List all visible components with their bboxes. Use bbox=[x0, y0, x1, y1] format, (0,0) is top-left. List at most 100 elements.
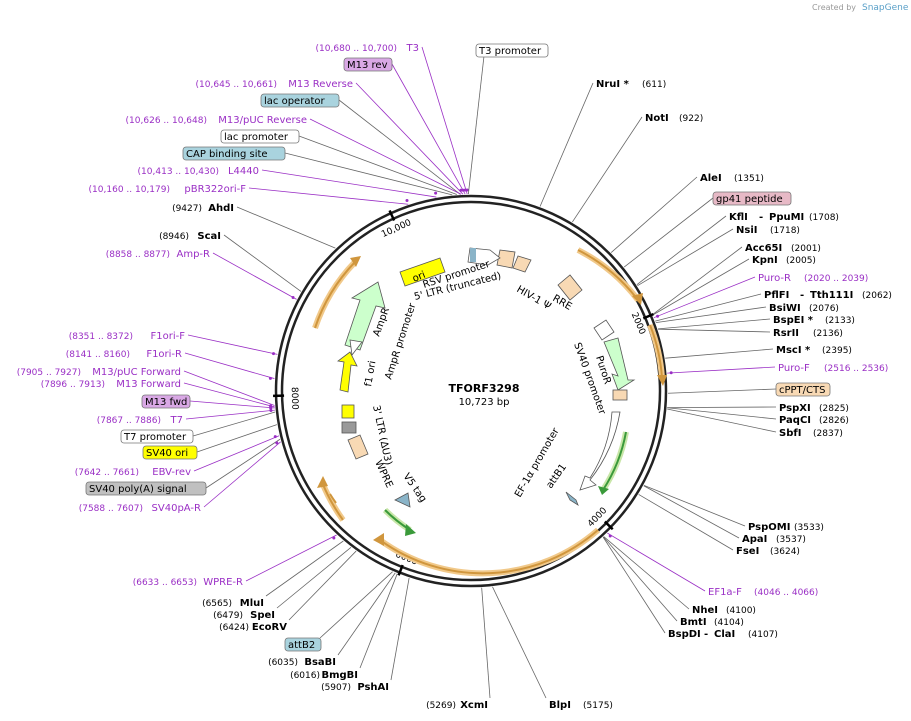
primer-range: (10,645 .. 10,661) bbox=[196, 80, 277, 90]
primer-name: EF1a-F bbox=[708, 587, 742, 598]
enzyme-position: (922) bbox=[679, 114, 703, 124]
leader-lines bbox=[183, 46, 777, 699]
hiv-psi-feature bbox=[496, 249, 516, 269]
orf-arrow-8 bbox=[600, 431, 629, 492]
enzyme-name: ScaI bbox=[197, 231, 221, 242]
leader-pspomi bbox=[643, 484, 746, 527]
primer-name: F1ori-F bbox=[151, 331, 186, 342]
leader-bsabi bbox=[337, 572, 396, 656]
right-label-paqci-17: PaqCI (2826) bbox=[779, 415, 849, 426]
leader-ef1a-f bbox=[607, 532, 706, 592]
feature-box bbox=[712, 191, 792, 206]
right-label-sbfi-18: SbfI(2837) bbox=[779, 428, 843, 439]
enzyme-position: (3624) bbox=[770, 547, 800, 557]
label-attb1: attB1 bbox=[544, 462, 569, 491]
enzyme-name: EcoRV bbox=[252, 622, 287, 633]
f1-ori-feature bbox=[337, 351, 358, 393]
left-label-ahdi-9: AhdI(9427) bbox=[172, 203, 234, 214]
left-label-t7-promoter-18: T7 promoter bbox=[120, 429, 194, 444]
left-label-scai-10: ScaI(8946) bbox=[159, 231, 221, 242]
primer-range: (2516 .. 2536) bbox=[824, 364, 888, 374]
v5-tag-feature bbox=[394, 492, 411, 508]
leader-puro-f bbox=[667, 366, 776, 374]
left-label-lac-operator-3: lac operator bbox=[260, 93, 340, 108]
leader-xcmi bbox=[481, 587, 491, 699]
enzyme-name: XcmI bbox=[460, 700, 488, 711]
orf-arrow-8-head bbox=[598, 486, 609, 495]
enzyme-name: PspXI bbox=[779, 403, 811, 414]
leader-wpre-r bbox=[245, 534, 337, 582]
orf-arrow-6 bbox=[329, 493, 337, 504]
tick-2000 bbox=[642, 312, 654, 320]
enzyme-position: (1351) bbox=[734, 174, 764, 184]
primer-name: M13/pUC Forward bbox=[92, 367, 181, 378]
enzyme-name: KpnI bbox=[752, 255, 778, 266]
primer-range: (10,626 .. 10,648) bbox=[126, 116, 207, 126]
sv40-promoter-feature bbox=[593, 319, 615, 341]
leader-t7 bbox=[185, 409, 275, 420]
feature-box bbox=[475, 43, 549, 58]
enzyme-position: (5175) bbox=[583, 701, 613, 711]
primer-mark-l4440 bbox=[434, 191, 438, 195]
center-title: TFORF3298 10,723 bp bbox=[449, 382, 520, 408]
right-label-alei-2: AleI(1351) bbox=[700, 173, 764, 184]
orf-arrow-8-core bbox=[602, 431, 627, 491]
orf-arrow-7-head bbox=[350, 256, 361, 267]
enzyme-name: PflFI bbox=[764, 290, 789, 301]
feature-name: cPPT/CTS bbox=[779, 385, 825, 396]
bottom-label-xcmi-1: XcmI(5269) bbox=[426, 700, 488, 711]
leader-m13-reverse bbox=[355, 82, 464, 195]
leader-cap-binding-site bbox=[284, 152, 453, 196]
feature-box bbox=[260, 93, 340, 108]
leader-pspxi bbox=[667, 406, 777, 409]
enzyme-name-2: Tth111I bbox=[810, 290, 853, 301]
leader-bsiwi bbox=[655, 306, 767, 324]
leader-pflfi bbox=[655, 293, 762, 322]
left-label-l4440-7: L4440(10,413 .. 10,430) bbox=[138, 166, 259, 177]
label-hiv-psi: HIV-1 Ψ bbox=[515, 284, 553, 312]
feature-box bbox=[343, 57, 393, 72]
tick-6000 bbox=[397, 564, 404, 576]
leader-bspei bbox=[657, 318, 771, 330]
bottom-label-mlui-8: MluI(6565) bbox=[202, 598, 264, 609]
feature-box bbox=[775, 382, 831, 397]
leader-mlui bbox=[265, 540, 344, 597]
primer-name: M13 Forward bbox=[116, 379, 181, 390]
right-label-gp41-peptide-3: gp41 peptide bbox=[712, 191, 792, 206]
enzyme-position: (2826) bbox=[819, 416, 849, 426]
orf-arrow-3-head bbox=[373, 533, 384, 546]
attb1-feature bbox=[565, 491, 579, 506]
right-label-fsei-21: FseI(3624) bbox=[736, 546, 800, 557]
puror-feature bbox=[603, 337, 636, 391]
primer-range: (7896 .. 7913) bbox=[41, 380, 105, 390]
primer-name: WPRE-R bbox=[203, 577, 243, 588]
feature-name: attB2 bbox=[288, 640, 315, 651]
right-label-puro-f-14: Puro-F(2516 .. 2536) bbox=[778, 363, 888, 374]
left-label-amp-r-11: Amp-R(8858 .. 8877) bbox=[106, 249, 210, 260]
enzyme-name: NotI bbox=[645, 113, 669, 124]
bottom-label-ecorv-6: EcoRV(6424) bbox=[219, 622, 287, 633]
ltr3-feature bbox=[347, 434, 369, 460]
right-label-pspomi-19: PspOMI(3533) bbox=[748, 522, 824, 533]
leader-kfli bbox=[636, 215, 727, 286]
primer-range: (10,160 .. 10,179) bbox=[89, 185, 170, 195]
leader-kpni bbox=[652, 258, 750, 316]
orf-arrow-1-core bbox=[577, 249, 639, 301]
leader-ecorv bbox=[288, 550, 357, 621]
right-label-noti-1: NotI (922) bbox=[645, 113, 703, 124]
right-label-bspdi-25: BspDI-ClaI(4107) bbox=[668, 629, 778, 640]
right-label-nhei-23: NheI(4100) bbox=[692, 605, 756, 616]
primer-range: (7642 .. 7661) bbox=[75, 468, 139, 478]
backbone-outer-ring bbox=[274, 194, 668, 588]
leader-m13-fwd bbox=[189, 400, 275, 409]
primer-range: (2020 .. 2039) bbox=[804, 274, 868, 284]
enzyme-position: (6016) bbox=[290, 671, 320, 681]
left-label-pbr322ori-f-8: pBR322ori-F(10,160 .. 10,179) bbox=[89, 184, 247, 195]
enzyme-name: PaqCI bbox=[779, 415, 811, 426]
feature-box bbox=[220, 129, 300, 144]
feature-name: lac promoter bbox=[224, 132, 289, 143]
leader-spei bbox=[276, 546, 352, 609]
leader-apai bbox=[643, 485, 740, 539]
right-label-kfli-4: KflI-PpuMI(1708) bbox=[729, 212, 839, 223]
enzyme-name: PspOMI bbox=[748, 522, 790, 533]
